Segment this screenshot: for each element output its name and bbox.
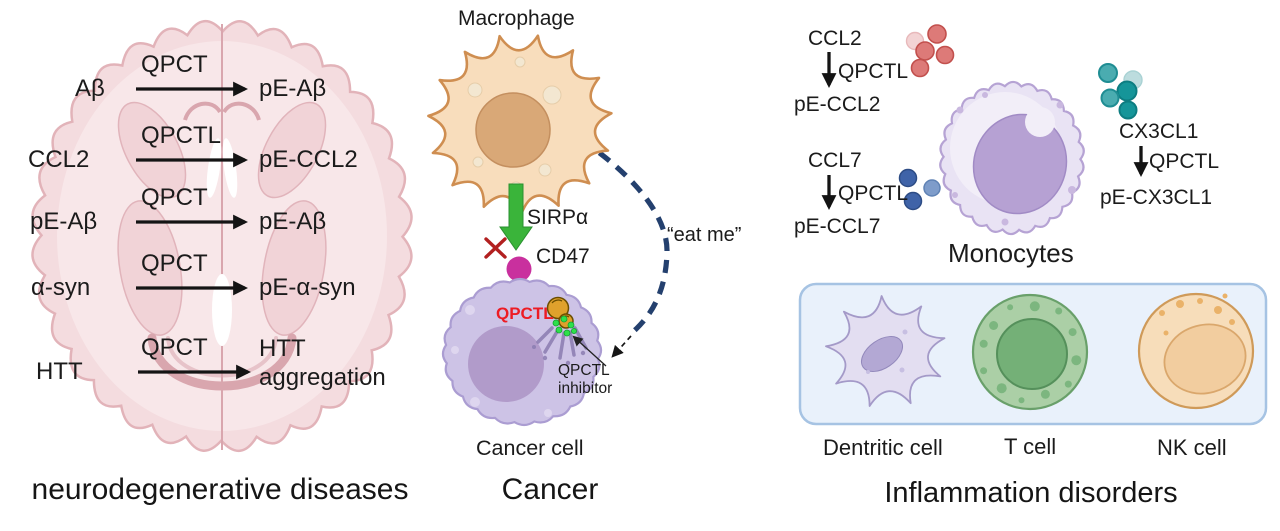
chemokine-enzyme: QPCTL — [1149, 150, 1220, 173]
product-label: pE-CCL2 — [259, 146, 358, 173]
enzyme-label: QPCT — [141, 250, 208, 277]
ccl2-chemokine-dots — [905, 24, 955, 78]
panel-caption-neuro: neurodegenerative diseases — [31, 473, 409, 506]
t-cell-granules — [979, 301, 1082, 404]
macrophage-vesicles — [467, 56, 562, 195]
enzyme-label: QPCTL — [141, 122, 222, 149]
t-cell-granule — [996, 383, 1007, 394]
product-label: pE-α-syn — [259, 274, 356, 301]
brain-illustration — [31, 19, 413, 453]
t-cell-granule — [980, 367, 988, 375]
cd47-label: CD47 — [536, 245, 590, 268]
t-cell-granule — [1018, 397, 1025, 404]
cd47-receptor — [506, 256, 532, 282]
nk-cell-nucleus — [1163, 323, 1247, 395]
chemokine-enzyme: QPCTL — [838, 182, 909, 205]
macrophage-nucleus — [475, 92, 551, 168]
chemokine-name: CCL7 — [808, 149, 862, 172]
immune-cell-label: T cell — [1004, 434, 1057, 459]
cancer-cell-label: Cancer cell — [476, 436, 584, 460]
enzyme-label: QPCT — [141, 334, 208, 361]
inhibitor-line2: inhibitor — [558, 380, 613, 397]
t-cell-granule — [1055, 307, 1063, 315]
monocytes-label: Monocytes — [948, 238, 1074, 268]
chemokine-product: pE-CCL7 — [794, 215, 881, 238]
t-cell-granule — [1040, 389, 1050, 399]
substrate-label: α-syn — [31, 274, 91, 301]
blocked-x-icon — [484, 237, 507, 259]
substrate-label: HTT — [36, 358, 83, 385]
t-cell-nucleus — [996, 318, 1068, 390]
cx3cl1-chemokine-dots — [1098, 63, 1143, 120]
eat-me-label: “eat me” — [667, 224, 742, 246]
cancer-cell-flecks — [451, 305, 552, 417]
chemokine-name: CCL2 — [808, 27, 862, 50]
product-line2: aggregation — [259, 364, 386, 391]
cancer-cell-nucleus — [468, 326, 544, 402]
substrate-label: pE-Aβ — [30, 208, 98, 235]
inhibitor-pointer-arrow — [572, 335, 607, 367]
cancer-panel-art — [427, 34, 670, 427]
panel-caption-cancer: Cancer — [501, 473, 599, 506]
ccl7-chemokine-dots — [898, 168, 941, 211]
inhibitor-line1: QPCTL — [558, 362, 610, 379]
t-cell-granule — [979, 339, 988, 348]
brain-internal-structures — [117, 101, 327, 391]
chemokine-name: CX3CL1 — [1119, 120, 1199, 143]
qpctl-enzyme-label: QPCTL — [496, 304, 554, 323]
substrate-label: CCL2 — [28, 146, 90, 173]
sirpa-binding-arrow — [499, 183, 533, 251]
reaction-arrows — [136, 81, 251, 380]
dendritic-nucleus — [861, 336, 903, 372]
t-cell-granule — [1029, 301, 1040, 312]
enzyme-label: QPCT — [141, 184, 208, 211]
t-cell-granule — [1068, 328, 1077, 337]
monocyte-speckles — [952, 92, 1076, 226]
substrate-label: Aβ — [75, 75, 105, 102]
immune-cell-label: NK cell — [1157, 435, 1227, 460]
t-cell-granule — [1071, 355, 1082, 366]
eat-me-arrowhead-path — [611, 335, 632, 358]
chemokine-enzyme: QPCTL — [838, 60, 909, 83]
monocyte-nucleus-notch — [1025, 107, 1055, 137]
product-label: pE-Aβ — [259, 75, 327, 102]
t-cell-granule — [1064, 380, 1072, 388]
panel-caption-inflammation: Inflammation disorders — [884, 477, 1178, 509]
chemokine-product: pE-CX3CL1 — [1100, 186, 1213, 209]
inflammation-panel-art — [798, 24, 1268, 426]
product-line1: HTT — [259, 335, 306, 362]
macrophage-label: Macrophage — [458, 7, 575, 30]
immune-cell-label: Dentritic cell — [823, 435, 943, 460]
chemokine-product: pE-CCL2 — [794, 93, 881, 116]
dendritic-speckles — [866, 329, 908, 374]
t-cell-granule — [989, 321, 999, 330]
chemokine-conversion-arrows — [821, 52, 1149, 210]
sirpa-label: SIRPα — [527, 206, 589, 229]
qpctl-inhibitor-dots — [552, 315, 578, 337]
enzyme-label: QPCT — [141, 51, 208, 78]
t-cell-granule — [1007, 304, 1014, 311]
product-label: pE-Aβ — [259, 208, 327, 235]
